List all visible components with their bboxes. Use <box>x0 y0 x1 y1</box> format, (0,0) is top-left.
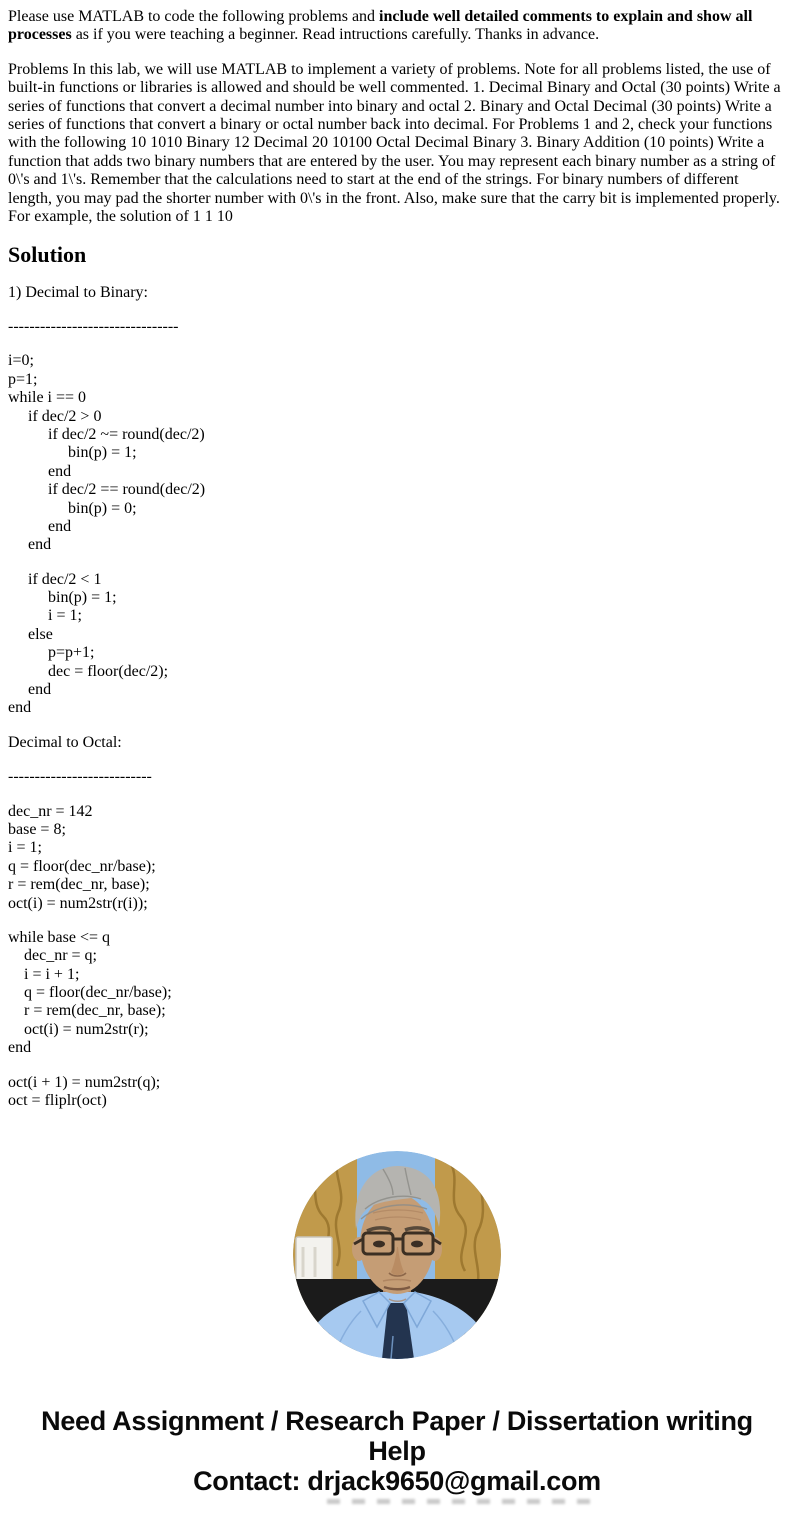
code-decimal-to-octal-part1: dec_nr = 142 base = 8; i = 1; q = floor(… <box>8 802 156 912</box>
divider-dashes-2: --------------------------- <box>8 768 152 786</box>
solution-heading: Solution <box>8 242 87 268</box>
code-decimal-to-binary-part1: i=0; p=1; while i == 0 if dec/2 > 0 if d… <box>8 352 206 554</box>
divider-dashes-1: -------------------------------- <box>8 317 179 335</box>
code-decimal-to-octal-part3: oct(i + 1) = num2str(q); oct = fliplr(oc… <box>8 1073 161 1110</box>
avatar-eye-left <box>373 1241 385 1248</box>
avatar-chin-crease <box>388 1298 407 1303</box>
intro-paragraph: Please use MATLAB to code the following … <box>8 8 786 45</box>
code-decimal-to-octal-part2: while base <= q dec_nr = q; i = i + 1; q… <box>8 928 172 1057</box>
avatar-glasses <box>353 1231 442 1256</box>
avatar-collar-right <box>403 1291 433 1330</box>
avatar-hair-strands <box>360 1168 428 1220</box>
footer-promo: Need Assignment / Research Paper / Disse… <box>8 1406 786 1505</box>
avatar-eyebrow-left <box>366 1226 392 1234</box>
decimal-to-octal-label: Decimal to Octal: <box>8 733 122 751</box>
intro-text-end: as if you were teaching a beginner. Read… <box>71 26 600 44</box>
footer-headline: Need Assignment / Research Paper / Disse… <box>41 1406 753 1467</box>
avatar-forehead-lines <box>372 1209 424 1222</box>
avatar-tie <box>382 1303 414 1360</box>
avatar-collar-left <box>361 1291 391 1330</box>
avatar-mouth <box>383 1286 411 1291</box>
intro-text-bold: include well detailed comments to explai… <box>8 8 757 44</box>
avatar-nose <box>391 1247 404 1276</box>
instructor-avatar-image <box>293 1151 501 1360</box>
footer-contact-email: Contact: drjack9650@gmail.com <box>193 1466 601 1497</box>
instructor-avatar <box>293 1151 501 1360</box>
blurred-text-artifact <box>327 1499 600 1505</box>
avatar-hair <box>355 1166 441 1230</box>
avatar-eye-right <box>411 1241 423 1248</box>
decimal-to-binary-label: 1) Decimal to Binary: <box>8 283 148 301</box>
intro-text-start: Please use MATLAB to code the following … <box>8 8 380 25</box>
code-decimal-to-binary-part2: if dec/2 < 1 bin(p) = 1; i = 1; else p=p… <box>8 570 169 717</box>
avatar-eyebrow-right <box>404 1226 430 1233</box>
problems-paragraph: Problems In this lab, we will use MATLAB… <box>8 60 785 225</box>
document-page: Please use MATLAB to code the following … <box>8 8 786 1505</box>
